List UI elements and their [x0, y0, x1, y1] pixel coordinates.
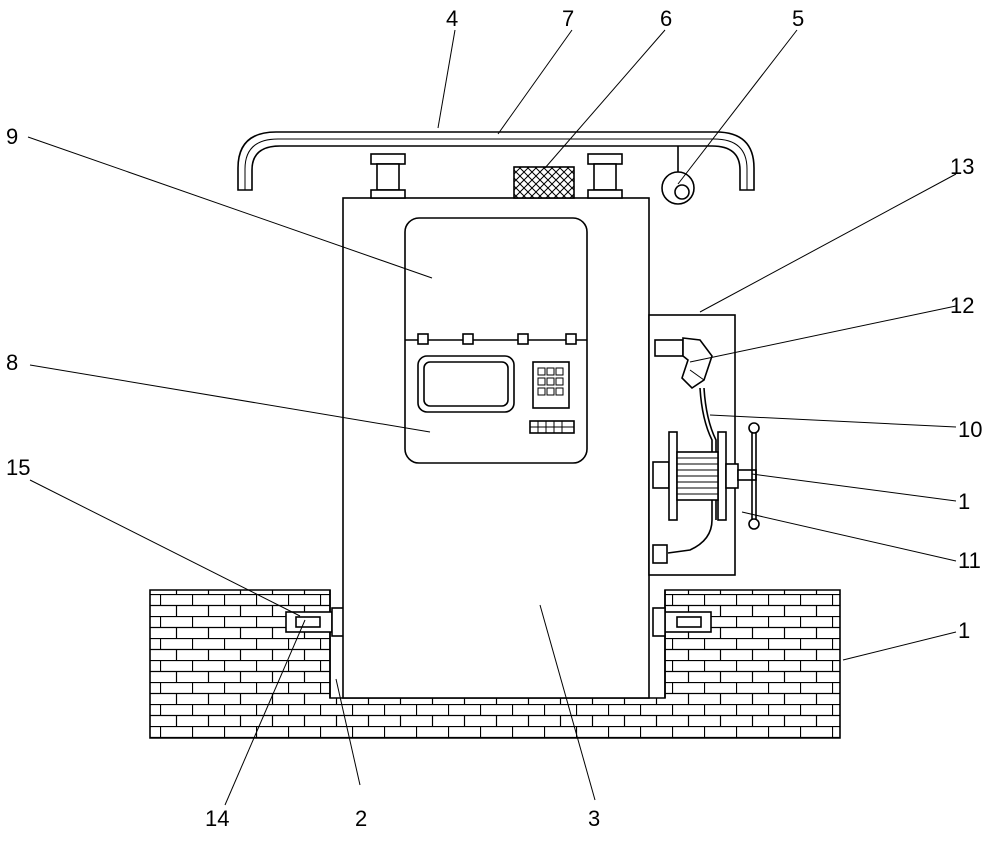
crank-handle	[737, 422, 760, 530]
label-7: 7	[562, 6, 574, 31]
label-13: 13	[950, 154, 974, 179]
support-posts	[370, 153, 623, 199]
label-2: 2	[355, 806, 367, 831]
label-14: 14	[205, 806, 229, 831]
cable-plug	[652, 544, 668, 564]
left-latch	[285, 607, 345, 637]
display-screen	[417, 355, 515, 413]
right-latch	[652, 607, 712, 637]
label-3: 3	[588, 806, 600, 831]
label-6: 6	[660, 6, 672, 31]
label-1-crank: 1	[958, 489, 970, 514]
label-9: 9	[6, 124, 18, 149]
label-8: 8	[6, 350, 18, 375]
hatched-module	[513, 166, 575, 199]
label-15: 15	[6, 455, 30, 480]
label-4: 4	[446, 6, 458, 31]
keypad	[532, 361, 570, 409]
label-1-foundation: 1	[958, 618, 970, 643]
label-11: 11	[958, 548, 981, 573]
canopy-roof	[237, 131, 755, 191]
label-10: 10	[958, 417, 982, 442]
charging-cable-edge	[703, 387, 717, 520]
camera-light	[661, 146, 695, 205]
charging-cable	[667, 387, 713, 554]
leader-lines	[27, 29, 957, 806]
label-5: 5	[792, 6, 804, 31]
reference-labels: 4 7 6 5 9 13 12 8 10 1 15 11 1 14 2 3	[6, 6, 982, 831]
charging-gun	[654, 337, 713, 390]
label-12: 12	[950, 293, 974, 318]
cable-reel	[652, 431, 739, 521]
card-reader-slot	[529, 420, 575, 434]
